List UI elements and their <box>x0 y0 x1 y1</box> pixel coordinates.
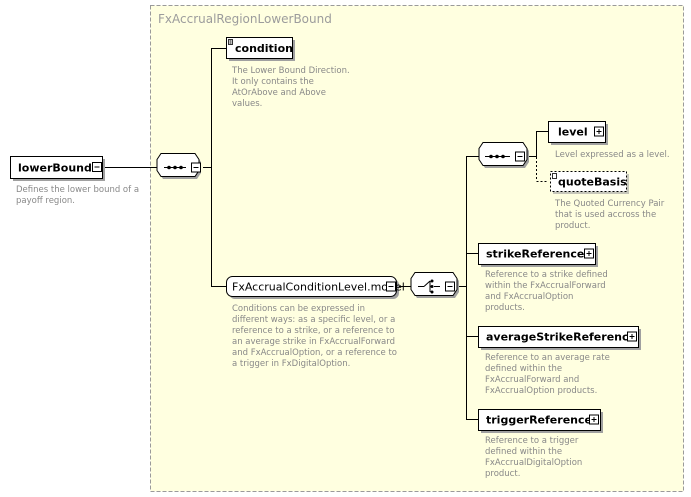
element-level[interactable]: level <box>548 121 609 146</box>
choice-compositor-icon <box>418 279 440 294</box>
triggerreference-label: triggerReference <box>486 414 592 427</box>
lowerbound-label: lowerBound <box>18 162 92 175</box>
sequence-compositor[interactable] <box>156 153 201 180</box>
element-averagestrikereference[interactable]: averageStrikeReference <box>478 326 642 351</box>
sequence-compositor-icon <box>164 165 186 170</box>
group-fxaccrualconditionlevel-model[interactable]: FxAccrualConditionLevel.model <box>226 276 405 300</box>
element-quotebasis[interactable]: quoteBasis <box>550 171 630 195</box>
collapse-minus-icon[interactable] <box>92 162 102 172</box>
documentation-icon <box>552 173 557 179</box>
choice-compositor[interactable] <box>410 272 459 299</box>
sequence-compositor-inner[interactable] <box>478 142 529 169</box>
averagestrikereference-doc: Reference to an average rate defined wit… <box>485 353 613 396</box>
averagestrikereference-label: averageStrikeReference <box>486 331 636 344</box>
level-doc: Level expressed as a level. <box>555 150 670 160</box>
documentation-icon <box>228 39 233 45</box>
collapse-minus-icon[interactable] <box>515 151 525 162</box>
quotebasis-doc: The Quoted Currency Pair that is used ac… <box>554 199 667 231</box>
expand-plus-icon[interactable] <box>589 414 599 425</box>
sequence-compositor-icon <box>485 154 510 159</box>
expand-plus-icon[interactable] <box>594 126 604 137</box>
condition-label: condition <box>235 42 293 55</box>
element-lowerbound[interactable]: lowerBound <box>10 156 106 182</box>
fxaccrualconditionlevel-model-doc: Conditions can be expressed in different… <box>232 304 400 369</box>
collapse-minus-icon[interactable] <box>191 162 201 173</box>
element-triggerreference[interactable]: triggerReference <box>478 409 604 434</box>
group-frame <box>150 5 684 492</box>
collapse-minus-icon[interactable] <box>445 281 455 292</box>
strikereference-doc: Reference to a strike defined within the… <box>485 270 611 313</box>
triggerreference-doc: Reference to a trigger defined within th… <box>485 436 585 479</box>
element-strikereference[interactable]: strikeReference <box>478 243 599 268</box>
quotebasis-label: quoteBasis <box>558 176 627 189</box>
condition-doc: The Lower Bound Direction. It only conta… <box>231 66 352 109</box>
collapse-minus-icon[interactable] <box>386 281 396 292</box>
level-label: level <box>558 126 588 139</box>
element-condition[interactable]: condition <box>226 37 296 62</box>
strikereference-label: strikeReference <box>486 248 584 261</box>
expand-plus-icon[interactable] <box>584 248 594 259</box>
connector-lines <box>103 48 548 420</box>
fxaccrualconditionlevel-model-label: FxAccrualConditionLevel.model <box>232 281 405 294</box>
expand-plus-icon[interactable] <box>627 331 637 342</box>
lowerbound-doc: Defines the lower bound of a payoff regi… <box>16 185 142 206</box>
group-title: FxAccrualRegionLowerBound <box>158 12 332 26</box>
